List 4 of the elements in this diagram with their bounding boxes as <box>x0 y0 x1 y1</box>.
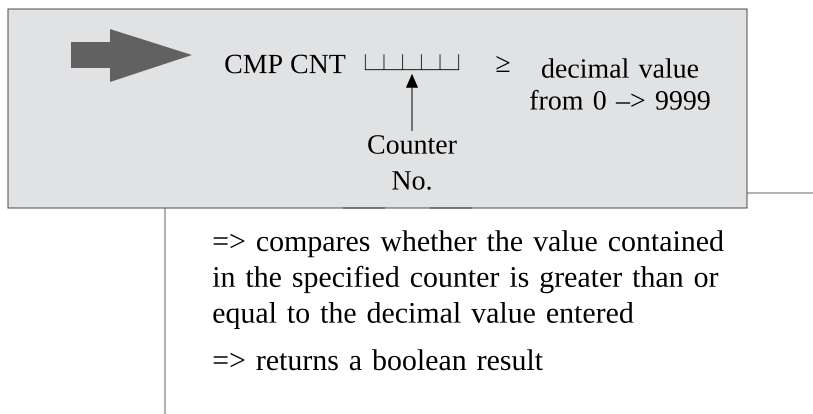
counter-slots <box>364 54 460 70</box>
description-text: => returns a boolean result <box>214 349 543 370</box>
description-text: => compares whether the value contained in the specified counter is greater than or equal to the decimal value entered <box>212 230 724 330</box>
counter-label: Counter No. <box>368 135 457 190</box>
